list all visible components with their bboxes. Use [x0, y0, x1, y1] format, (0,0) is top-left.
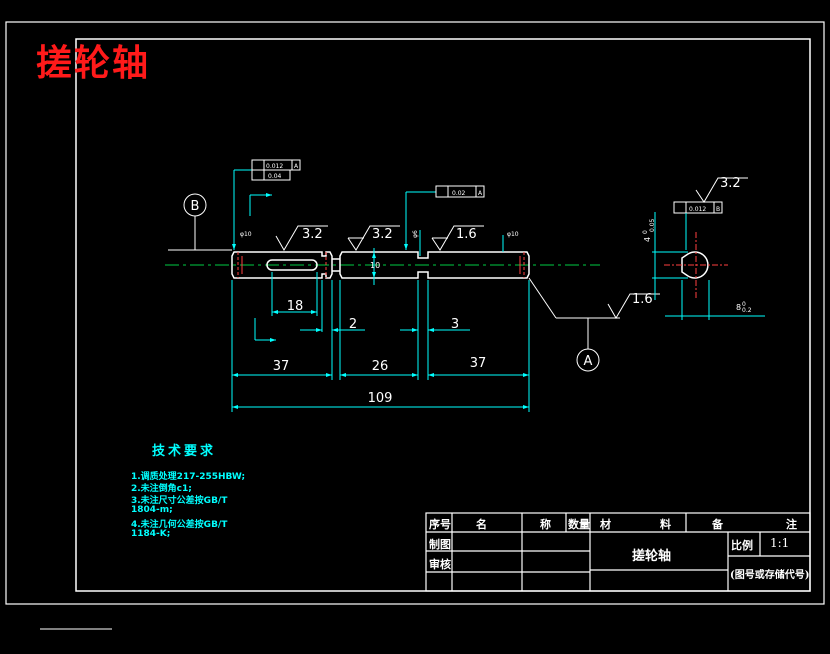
dim-26: 26 — [372, 359, 389, 374]
tech-requirements-title: 技术要求 — [152, 444, 217, 459]
tol-2-value: 0.04 — [268, 173, 282, 180]
tech-requirement-line: 1.调质处理217-255HBW; — [131, 472, 246, 482]
tb-checked: 审核 — [429, 558, 451, 571]
tech-requirement-line: 2.未注倒角c1; — [131, 484, 192, 494]
section-center-lines — [664, 232, 728, 300]
tb-drawn: 制图 — [429, 538, 451, 551]
outer-frame — [5, 21, 825, 605]
tb-col-qty: 数量 — [568, 518, 590, 531]
dim-18: 18 — [287, 299, 304, 314]
tol-3-value: 0.02 — [452, 190, 466, 197]
dim-8-sub: 0.2 — [742, 307, 752, 314]
tech-requirement-line: 1804-m; — [131, 505, 173, 515]
roughness-symbols — [275, 177, 748, 319]
roughness-2: 3.2 — [372, 227, 393, 242]
tb-scale-value: 1:1 — [770, 536, 790, 550]
roughness-5: 3.2 — [720, 176, 741, 191]
dimension-arrows — [232, 193, 529, 409]
tb-part-name: 搓轮轴 — [632, 549, 672, 564]
tb-col-name-a: 名 — [476, 518, 487, 531]
dim-2: 2 — [349, 317, 357, 332]
dim-3: 3 — [451, 317, 459, 332]
dim-4: 4 — [643, 237, 652, 242]
tol-1-ref: A — [294, 163, 299, 170]
tol-3-ref: A — [478, 190, 483, 197]
section-dimension-lines — [652, 212, 765, 320]
shaft-hidden-lines — [237, 252, 525, 278]
tol-1-value: 0.012 — [266, 163, 283, 170]
tb-col-seq: 序号 — [429, 518, 451, 531]
roughness-4: 1.6 — [632, 292, 653, 307]
dim-37-right: 37 — [470, 356, 487, 371]
drawing-title: 搓轮轴 — [36, 42, 151, 84]
dim-8: 8 — [736, 303, 741, 312]
tb-col-note-a: 备 — [712, 518, 723, 531]
datum-a-label: A — [584, 354, 593, 369]
datum-b-label: B — [191, 199, 200, 214]
dim-109: 109 — [368, 391, 393, 406]
roughness-3: 1.6 — [456, 227, 477, 242]
title-block — [425, 512, 811, 592]
tb-col-mat-b: 料 — [660, 518, 671, 531]
tech-requirement-line: 4.未注几何公差按GB/T — [131, 520, 228, 530]
inner-frame — [75, 38, 811, 592]
diameter-right: φ10 — [507, 231, 519, 238]
roughness-1: 3.2 — [302, 227, 323, 242]
diameter-mid: φ6 — [412, 230, 419, 238]
tech-requirement-line: 3.未注尺寸公差按GB/T — [131, 496, 228, 506]
dim-4-sub: 0.05 — [649, 218, 656, 232]
dim-10: 10 — [370, 261, 380, 270]
dim-8-sup: 0 — [742, 301, 746, 308]
tol-4-ref: B — [716, 206, 720, 213]
datum-b — [168, 193, 232, 251]
tech-requirement-line: 1184-K; — [131, 529, 171, 539]
dim-4-sup: 0 — [642, 230, 649, 234]
shaft-key-lines — [241, 256, 521, 274]
tb-col-mat-a: 材 — [600, 518, 611, 531]
tb-col-note-b: 注 — [786, 518, 797, 531]
tb-drawing-no: (图号或存储代号) — [730, 570, 810, 581]
datum-a — [528, 277, 620, 372]
tb-col-name-b: 称 — [540, 518, 551, 531]
tol-4-value: 0.012 — [689, 206, 706, 213]
dimension-lines — [231, 169, 530, 412]
shaft-outline — [231, 251, 530, 279]
dim-37-left: 37 — [273, 359, 290, 374]
diameter-left: φ10 — [240, 231, 252, 238]
tolerance-frames — [251, 159, 723, 214]
tb-scale-label: 比例 — [731, 539, 753, 552]
